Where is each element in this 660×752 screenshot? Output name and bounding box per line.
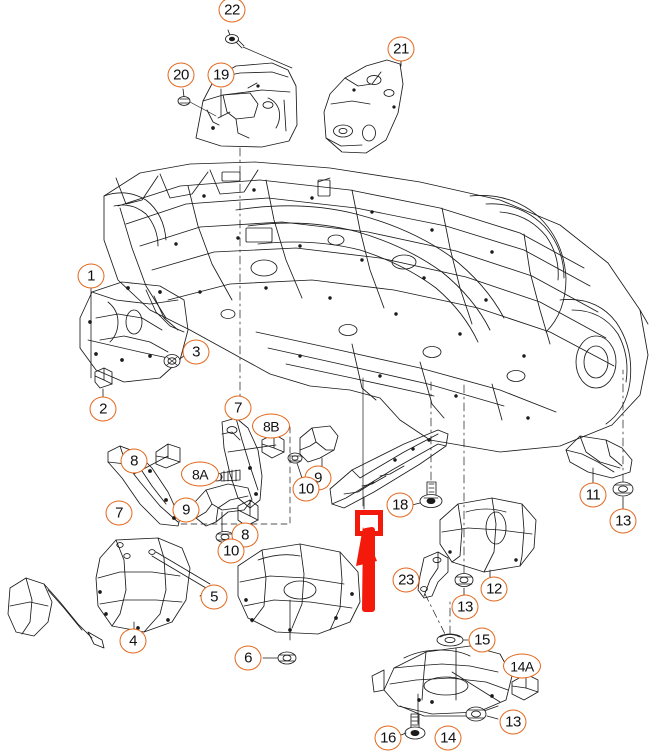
callout-3[interactable]: 3	[182, 339, 210, 365]
callout-10[interactable]: 10	[217, 538, 245, 564]
callout-12[interactable]: 12	[480, 576, 508, 602]
callout-5[interactable]: 5	[200, 584, 228, 610]
part-21-bracket	[323, 59, 404, 154]
callout-15[interactable]: 15	[468, 627, 496, 653]
callout-7[interactable]: 7	[224, 395, 252, 421]
part-13-nut-right	[612, 369, 634, 510]
callout-16[interactable]: 16	[374, 725, 402, 751]
callout-11[interactable]: 11	[579, 482, 607, 508]
part-13-nut-bottom	[465, 706, 499, 722]
callout-8[interactable]: 8	[120, 448, 148, 474]
callout-6[interactable]: 6	[234, 645, 262, 671]
callout-14[interactable]: 14	[434, 725, 462, 751]
callout-8b[interactable]: 8B	[252, 413, 290, 439]
callout-20[interactable]: 20	[167, 62, 195, 88]
part-12-shield	[439, 497, 537, 581]
part-18-bolt	[411, 381, 443, 508]
callout-7[interactable]: 7	[105, 500, 133, 526]
callout-8a[interactable]: 8A	[181, 461, 219, 487]
callout-9[interactable]: 9	[172, 497, 200, 523]
part-20-nut	[177, 88, 217, 117]
callout-13[interactable]: 13	[609, 508, 637, 534]
callout-4[interactable]: 4	[119, 628, 147, 654]
part-10-nut-right	[287, 452, 303, 479]
callout-13[interactable]: 13	[451, 594, 479, 620]
callout-10[interactable]: 10	[292, 476, 320, 502]
callout-22[interactable]: 22	[218, 0, 246, 23]
callout-2[interactable]: 2	[89, 396, 117, 422]
part-14-underbody-panel	[371, 645, 513, 725]
part-3-grommet	[163, 353, 188, 368]
callout-1[interactable]: 1	[77, 263, 105, 289]
highlight-box-part-17	[355, 510, 383, 536]
highlight-arrow	[356, 527, 377, 612]
part-17-rail	[329, 429, 449, 510]
part-15-washer	[436, 599, 469, 647]
callout-19[interactable]: 19	[207, 62, 235, 88]
callout-21[interactable]: 21	[387, 36, 415, 62]
part-4-underbody-shield	[95, 537, 191, 633]
callout-23[interactable]: 23	[392, 567, 420, 593]
part-16-bolt	[400, 713, 426, 740]
callout-13[interactable]: 13	[499, 709, 527, 735]
part-6-center-shield	[237, 543, 361, 641]
part-8-clip-left	[155, 443, 181, 469]
part-22-bolt	[225, 29, 293, 69]
part-23-bracket	[415, 551, 449, 641]
part-6-nut	[262, 651, 297, 665]
part-11-shield	[565, 435, 633, 487]
part-2-clip	[94, 367, 113, 399]
part-9-center-bracket	[193, 483, 253, 533]
callout-18[interactable]: 18	[386, 492, 414, 518]
part-13-nut-center	[454, 381, 474, 597]
part-misc-left-lower	[7, 577, 105, 649]
callout-14a[interactable]: 14A	[503, 653, 541, 679]
part-9-right-bracket	[299, 425, 339, 471]
vehicle-underbody-assembly	[103, 161, 649, 453]
